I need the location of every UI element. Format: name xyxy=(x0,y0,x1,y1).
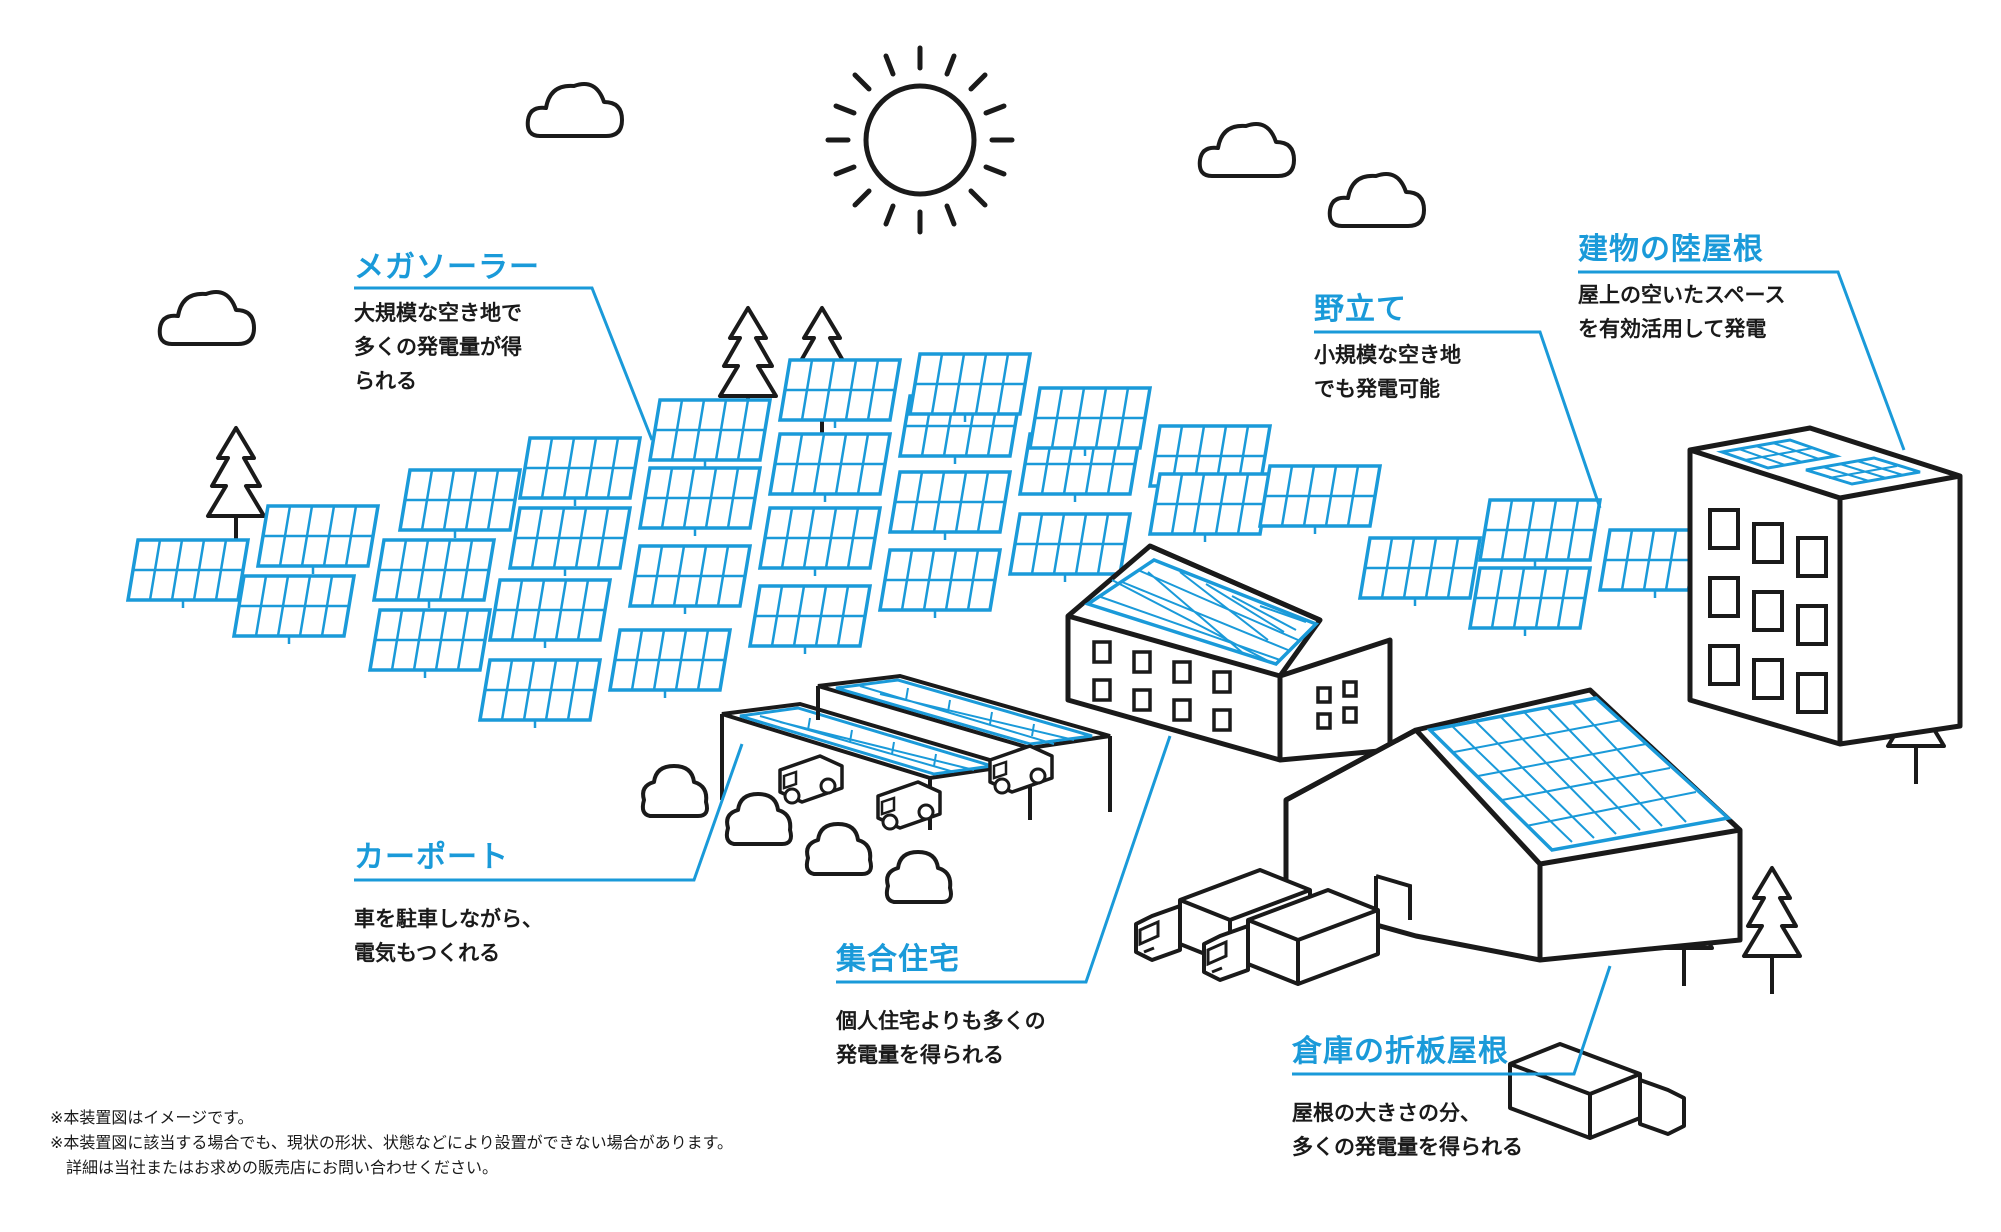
description-line: を有効活用して発電 xyxy=(1578,317,1767,341)
description-line: 屋根の大きさの分、 xyxy=(1292,1101,1481,1125)
disclaimer-line: ※本装置図に該当する場合でも、現状の形状、状態などにより設置ができない場合があり… xyxy=(50,1133,734,1152)
label-description: 個人住宅よりも多くの 発電量を得られる xyxy=(836,1004,1046,1072)
bush-icon xyxy=(884,850,953,904)
label-title: 倉庫の折板屋根 xyxy=(1292,1034,1509,1069)
label-title: 建物の陸屋根 xyxy=(1578,232,1764,267)
label-field: 野立て 小規模な空き地 でも発電可能 xyxy=(1314,290,1461,406)
label-mega-solar: メガソーラー 大規模な空き地で 多くの発電量が得 られる xyxy=(354,248,540,398)
house-icon xyxy=(1065,543,1393,763)
leader-line-flat-roof xyxy=(1578,270,1906,451)
label-title: 集合住宅 xyxy=(836,942,960,977)
field-panels xyxy=(1358,498,1722,638)
description-line: 個人住宅よりも多くの xyxy=(836,1009,1046,1033)
label-description: 屋上の空いたスペース を有効活用して発電 xyxy=(1578,278,1785,346)
cloud-icon xyxy=(1327,172,1426,228)
tree-icon xyxy=(1742,866,1802,996)
label-carport: カーポート 車を駐車しながら、 電気もつくれる xyxy=(354,838,543,970)
building-icon xyxy=(1687,425,1963,747)
leader-line-mega-solar xyxy=(354,286,654,441)
description-line: 小規模な空き地 xyxy=(1314,343,1461,367)
cloud-icon xyxy=(525,82,624,138)
label-description: 車を駐車しながら、 電気もつくれる xyxy=(354,902,543,970)
bush-icon xyxy=(804,822,873,876)
description-line: 電気もつくれる xyxy=(354,941,501,965)
disclaimer-line: ※本装置図はイメージです。 xyxy=(50,1108,254,1127)
description-line: 車を駐車しながら、 xyxy=(354,907,543,931)
leader-line-apartment xyxy=(836,735,1172,984)
label-title: メガソーラー xyxy=(354,250,540,285)
label-title: 野立て xyxy=(1314,292,1407,327)
description-line: 多くの発電量が得 xyxy=(354,335,522,359)
carport-icon xyxy=(720,673,1112,831)
cloud-icon xyxy=(1197,122,1296,178)
label-description: 小規模な空き地 でも発電可能 xyxy=(1314,338,1461,406)
truck-icon xyxy=(1508,1042,1686,1140)
label-title: カーポート xyxy=(354,840,509,875)
bush-icon xyxy=(724,792,793,846)
description-line: 屋上の空いたスペース xyxy=(1578,283,1786,307)
label-warehouse: 倉庫の折板屋根 屋根の大きさの分、 多くの発電量を得られる xyxy=(1292,1032,1523,1164)
disclaimer-line: 詳細は当社またはお求めの販売店にお問い合わせください。 xyxy=(50,1158,499,1177)
description-line: 大規模な空き地で xyxy=(354,301,522,325)
bush-icon xyxy=(640,764,709,818)
leader-line-field xyxy=(1314,330,1602,509)
leader-line-carport xyxy=(354,743,744,882)
cloud-icon xyxy=(157,290,256,346)
label-apartment: 集合住宅 個人住宅よりも多くの 発電量を得られる xyxy=(836,940,1046,1072)
tree-icon xyxy=(206,426,266,556)
label-description: 屋根の大きさの分、 多くの発電量を得られる xyxy=(1292,1096,1523,1164)
leader-line-warehouse xyxy=(1292,965,1612,1076)
description-line: られる xyxy=(354,369,417,393)
label-flat-roof: 建物の陸屋根 屋上の空いたスペース を有効活用して発電 xyxy=(1578,230,1785,346)
label-description: 大規模な空き地で 多くの発電量が得 られる xyxy=(354,296,540,398)
description-line: 発電量を得られる xyxy=(836,1043,1004,1067)
description-line: 多くの発電量を得られる xyxy=(1292,1135,1523,1159)
description-line: でも発電可能 xyxy=(1314,377,1440,401)
sun-icon xyxy=(825,45,1015,235)
disclaimer-notes: ※本装置図はイメージです。 ※本装置図に該当する場合でも、現状の形状、状態などに… xyxy=(50,1105,733,1180)
